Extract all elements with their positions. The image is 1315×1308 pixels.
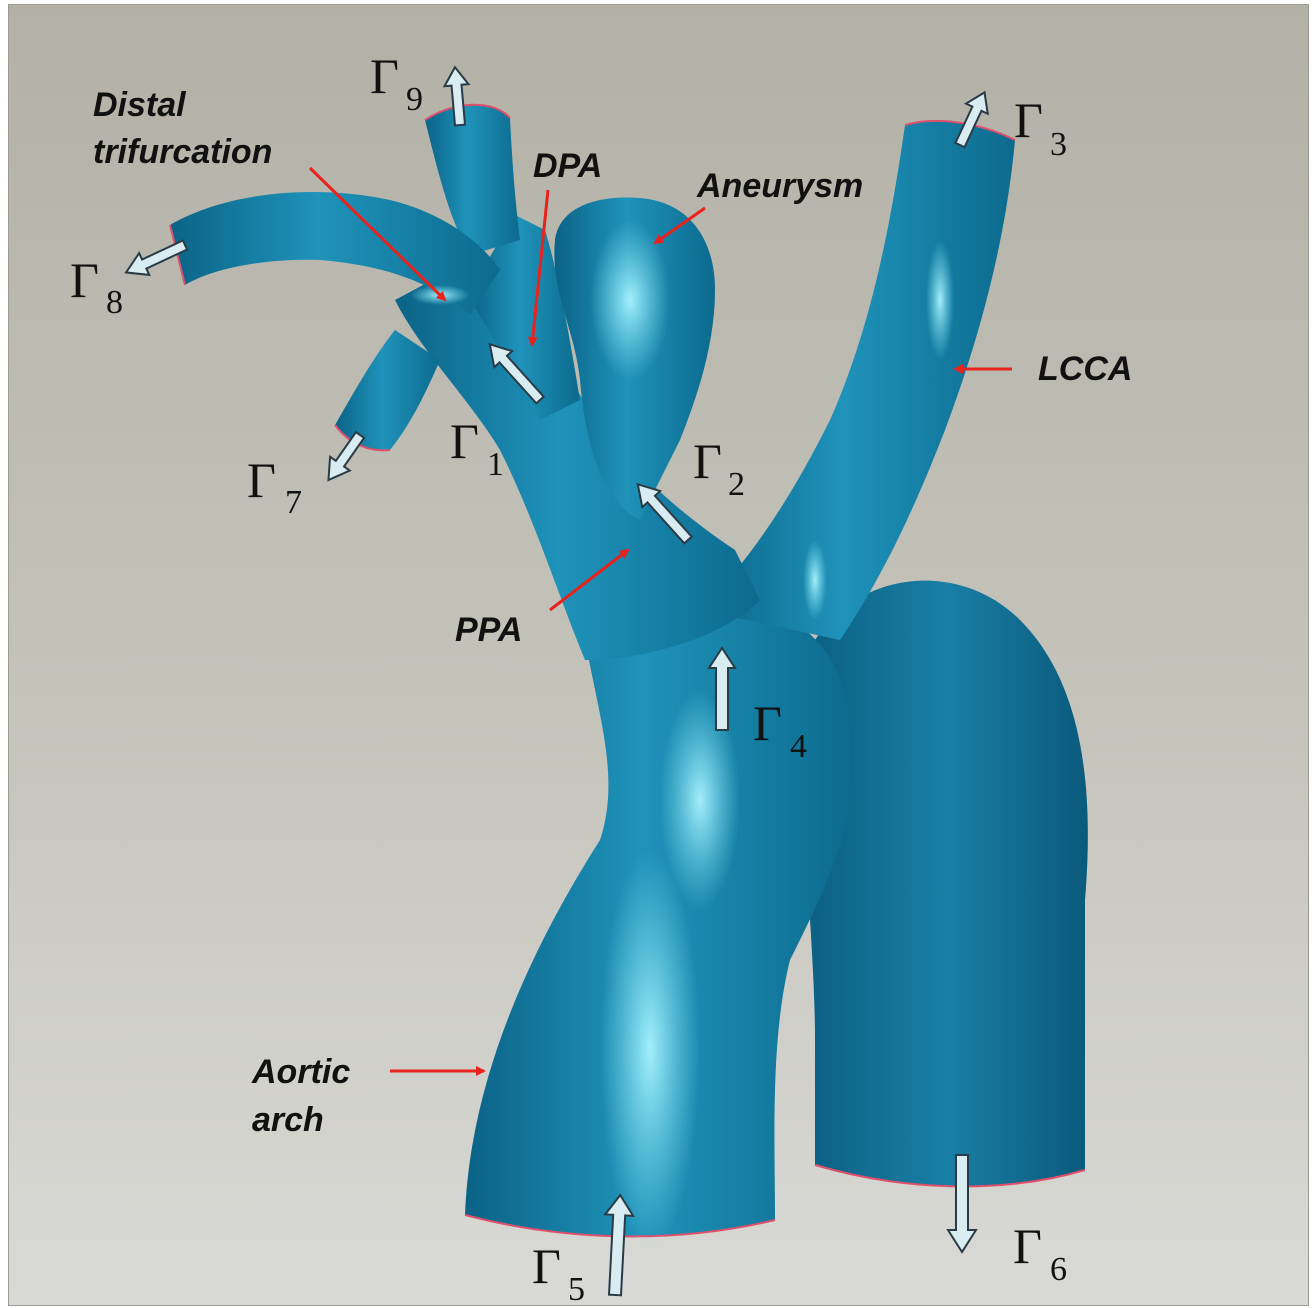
label-lcca: LCCA	[1038, 350, 1132, 388]
gamma-symbol: Γ	[450, 413, 479, 469]
boundary-gamma2: Γ 2	[693, 433, 745, 503]
gamma-subscript: 4	[790, 728, 807, 765]
gamma-subscript: 9	[406, 81, 423, 118]
boundary-gamma5: Γ 5	[532, 1238, 585, 1308]
gamma-subscript: 1	[487, 446, 504, 483]
label-distal-line2: trifurcation	[93, 133, 272, 171]
gamma-subscript: 2	[728, 466, 745, 503]
gamma-symbol: Γ	[70, 252, 99, 308]
label-aortic-line1: Aortic	[251, 1053, 350, 1091]
label-aortic-line2: arch	[252, 1101, 324, 1139]
gamma-subscript: 5	[568, 1271, 585, 1308]
gamma-subscript: 3	[1050, 126, 1067, 163]
gamma-symbol: Γ	[370, 48, 399, 104]
highlight	[803, 540, 827, 620]
gamma-subscript: 8	[106, 284, 123, 321]
gamma-subscript: 7	[285, 484, 302, 521]
highlight	[600, 850, 700, 1250]
gamma-symbol: Γ	[753, 695, 782, 751]
label-distal-line1: Distal	[93, 86, 187, 124]
boundary-gamma6: Γ 6	[1013, 1218, 1067, 1288]
gamma-symbol: Γ	[693, 433, 722, 489]
flow-arrow-gamma7	[319, 428, 370, 487]
boundary-gamma9: Γ 9	[370, 48, 423, 118]
gamma-symbol: Γ	[532, 1238, 561, 1294]
gamma-symbol: Γ	[1014, 92, 1043, 148]
descending-aorta	[804, 581, 1088, 1187]
gamma-subscript: 6	[1050, 1251, 1067, 1288]
label-dpa: DPA	[533, 147, 602, 185]
gamma-symbol: Γ	[247, 452, 276, 508]
highlight	[926, 240, 954, 360]
branch-gamma7	[335, 330, 440, 450]
boundary-gamma7: Γ 7	[247, 452, 302, 521]
highlight	[590, 220, 670, 380]
label-ppa: PPA	[455, 611, 522, 649]
gamma-symbol: Γ	[1013, 1218, 1042, 1274]
label-aneurysm: Aneurysm	[696, 167, 863, 205]
boundary-gamma3: Γ 3	[1014, 92, 1067, 163]
boundary-gamma8: Γ 8	[70, 252, 123, 321]
